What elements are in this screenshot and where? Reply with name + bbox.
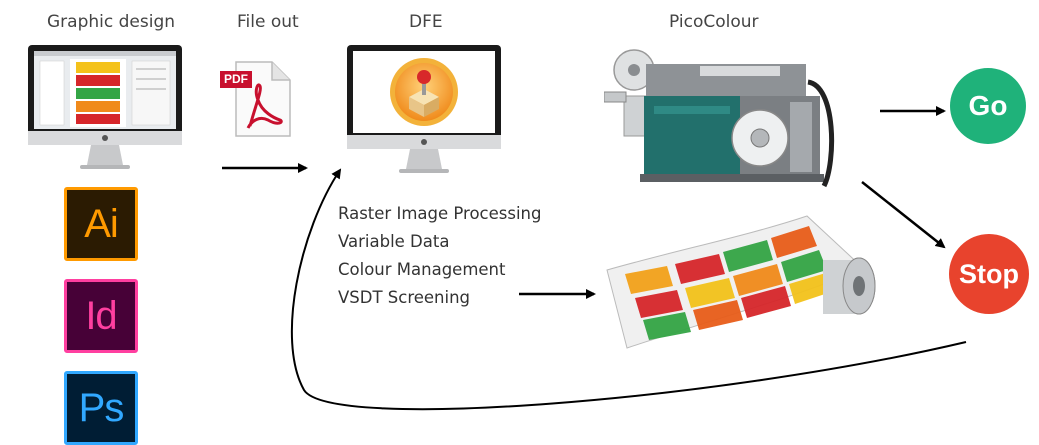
pdf-badge: PDF	[220, 71, 252, 88]
header-dfe: DFE	[409, 12, 443, 32]
stop-indicator: Stop	[949, 234, 1029, 314]
printer-icon	[603, 49, 835, 188]
process-list: Raster Image Processing Variable Data Co…	[338, 200, 542, 312]
picocolour-press	[603, 36, 840, 192]
dfe-imac	[347, 45, 501, 177]
graphic-design-imac	[28, 45, 182, 173]
label-roll-image	[606, 215, 876, 349]
process-item-vsdt-screening: VSDT Screening	[338, 288, 471, 307]
go-indicator: Go	[950, 68, 1026, 144]
imac-icon	[347, 45, 501, 173]
photoshop-icon: Ps	[64, 371, 138, 445]
imac-icon	[28, 45, 182, 169]
illustrator-icon: Ai	[64, 187, 138, 261]
process-item-variable-data: Variable Data	[338, 232, 450, 251]
process-item-colour-management: Colour Management	[338, 260, 506, 279]
header-graphic-design: Graphic design	[47, 12, 176, 32]
process-item-raster: Raster Image Processing	[338, 204, 542, 223]
printed-label-roll	[597, 208, 887, 358]
arrow-to-stop	[861, 181, 946, 249]
feedback-loop-arrow	[290, 168, 967, 411]
indesign-icon: Id	[64, 279, 138, 353]
header-picocolour: PicoColour	[669, 12, 759, 32]
header-file-out: File out	[237, 12, 299, 32]
